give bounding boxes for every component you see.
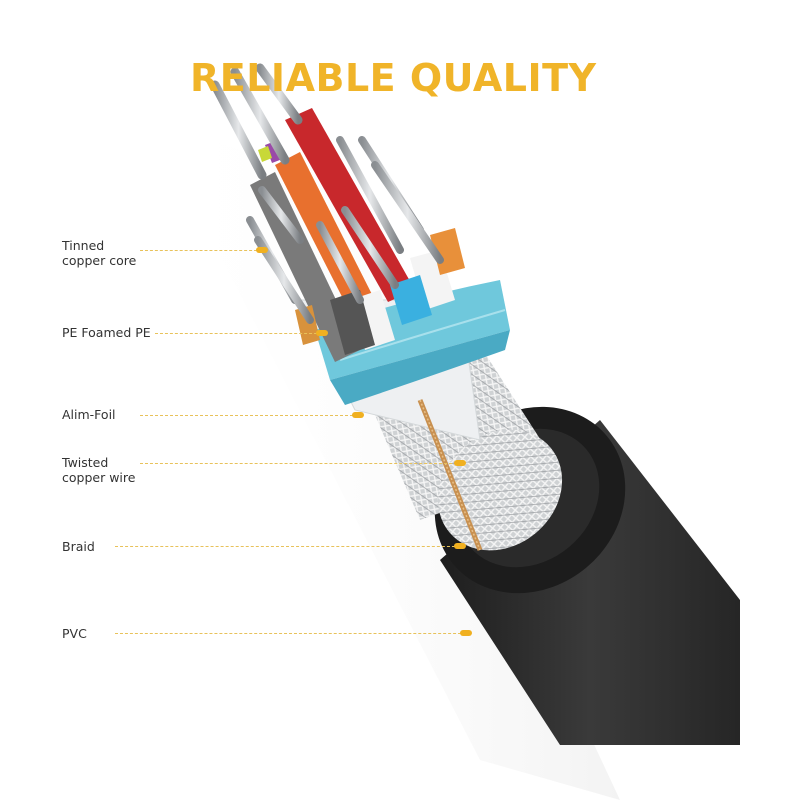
leader-line: [140, 250, 262, 251]
aluminum-foil-band: [315, 280, 510, 405]
leader-line: [140, 415, 358, 416]
layer-label: PE Foamed PE: [62, 325, 151, 340]
leader-line: [140, 463, 462, 464]
layer-label: Twisted copper wire: [62, 455, 136, 485]
leader-dot: [316, 330, 328, 336]
layer-label: Alim-Foil: [62, 407, 116, 422]
leader-line: [155, 333, 322, 334]
leader-line: [115, 633, 466, 634]
headline-title: RELIABLE QUALITY: [190, 56, 597, 100]
leader-dot: [454, 460, 466, 466]
leader-line: [115, 546, 460, 547]
leader-dot: [460, 630, 472, 636]
tinned-copper-conductors: [210, 63, 444, 324]
leader-dot: [352, 412, 364, 418]
leader-dot: [454, 543, 466, 549]
layer-label: Braid: [62, 539, 95, 554]
layer-label: PVC: [62, 626, 87, 641]
layer-label: Tinned copper core: [62, 238, 137, 268]
leader-dot: [256, 247, 268, 253]
